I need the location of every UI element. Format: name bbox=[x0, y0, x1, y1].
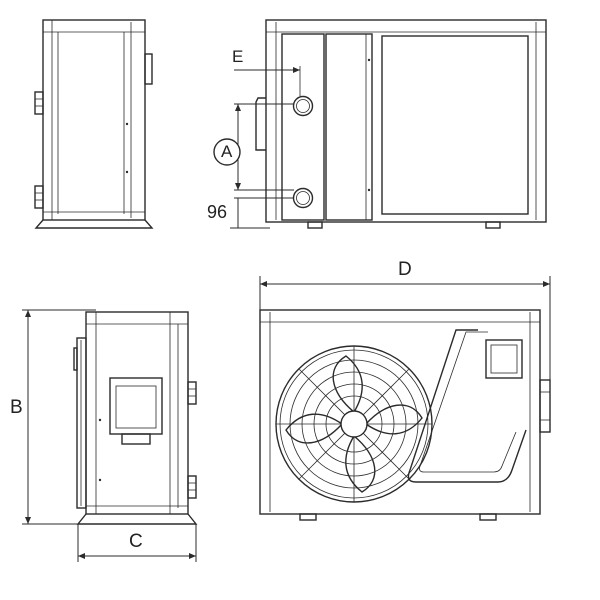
side-view-bottom-fitting-lower bbox=[187, 475, 197, 499]
dimension-a-circle bbox=[213, 138, 241, 166]
dimension-label-96: 96 bbox=[207, 202, 228, 222]
front-view-control-box bbox=[485, 339, 523, 379]
side-view-bottom-base bbox=[76, 513, 198, 525]
dimension-96 bbox=[230, 197, 294, 229]
rear-view-body bbox=[265, 19, 547, 223]
side-view-bottom-panel bbox=[76, 337, 87, 509]
rear-view-connector-panel bbox=[281, 33, 325, 221]
dimension-label-a: A bbox=[221, 142, 233, 161]
dimension-b bbox=[22, 309, 96, 525]
front-view-fan-blades bbox=[285, 355, 423, 493]
rear-view bbox=[255, 19, 547, 229]
rear-view-inlet bbox=[292, 95, 314, 117]
side-view-top-fitting-lower bbox=[34, 185, 44, 209]
front-view bbox=[259, 309, 551, 521]
front-view-foot-right bbox=[479, 513, 497, 521]
front-view-fan-hub bbox=[340, 410, 368, 438]
side-view-bottom bbox=[73, 311, 198, 525]
dimension-d bbox=[259, 276, 551, 380]
dimension-label-c: C bbox=[129, 531, 143, 552]
rear-view-foot-right bbox=[485, 221, 501, 229]
rear-view-handle bbox=[255, 97, 266, 151]
side-view-top-panel bbox=[144, 53, 153, 85]
rear-view-foot-left bbox=[307, 221, 323, 229]
dimension-label-e: E bbox=[232, 47, 244, 66]
dimension-e bbox=[234, 66, 301, 96]
side-view-bottom-fitting-upper bbox=[187, 381, 197, 405]
rear-view-grille bbox=[381, 35, 529, 215]
side-view-top bbox=[34, 19, 154, 229]
rear-view-service-panel bbox=[325, 33, 373, 221]
front-view-frame-outer bbox=[407, 329, 527, 483]
dimension-label-b: B bbox=[10, 397, 23, 418]
side-view-bottom-body bbox=[85, 311, 189, 515]
dimension-c bbox=[77, 524, 197, 562]
front-view-side-fittings bbox=[539, 379, 551, 433]
dimension-label-d: D bbox=[398, 259, 412, 280]
side-view-top-fitting-upper bbox=[34, 91, 44, 115]
front-view-foot-left bbox=[299, 513, 317, 521]
side-view-top-body bbox=[42, 19, 146, 221]
side-view-top-base bbox=[34, 219, 154, 229]
dimension-a bbox=[213, 103, 294, 191]
